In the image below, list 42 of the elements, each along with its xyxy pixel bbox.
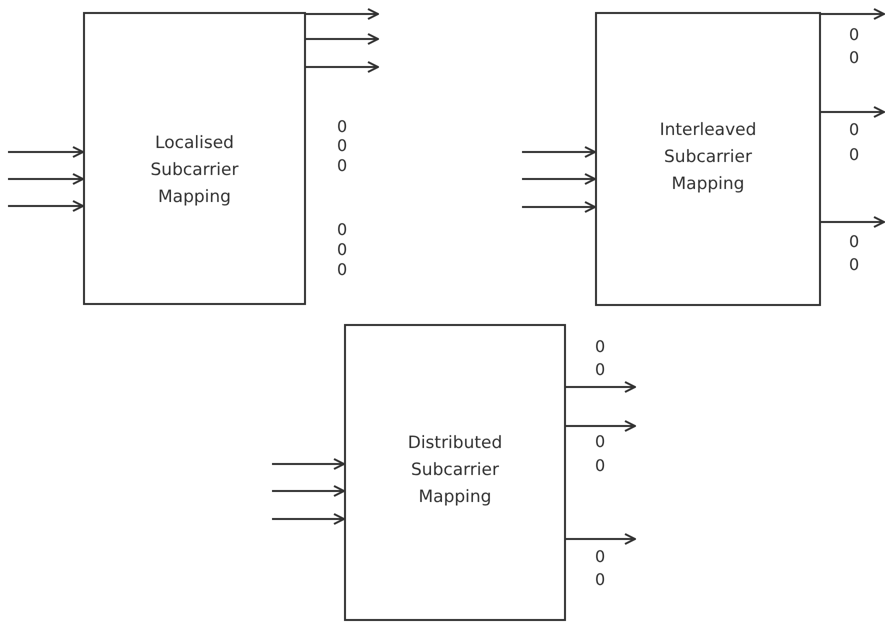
ellipsis-digit: 0 — [337, 221, 348, 239]
arrow — [821, 216, 885, 228]
arrow — [821, 106, 885, 118]
ellipsis-digit: 0 — [849, 26, 860, 44]
arrow — [566, 533, 636, 545]
ellipsis-digit: 0 — [849, 121, 860, 139]
ellipsis-digit: 0 — [849, 233, 860, 251]
arrow — [522, 173, 596, 185]
ellipsis-digit: 0 — [595, 571, 606, 589]
ellipsis-digit: 0 — [595, 548, 606, 566]
ellipsis-digit: 0 — [849, 146, 860, 164]
ellipsis-digit: 0 — [337, 241, 348, 259]
arrow — [306, 61, 379, 73]
arrow — [821, 8, 885, 20]
ellipsis-digit: 0 — [337, 118, 348, 136]
box-label: Interleaved Subcarrier Mapping — [658, 119, 758, 196]
arrow — [8, 173, 84, 185]
arrow — [306, 33, 379, 45]
process-box — [83, 12, 306, 305]
box-label: Localised Subcarrier Mapping — [150, 132, 240, 209]
arrow — [566, 420, 636, 432]
ellipsis-digit: 0 — [337, 137, 348, 155]
ellipsis-digit: 0 — [849, 256, 860, 274]
ellipsis-digit: 0 — [337, 157, 348, 175]
ellipsis-digit: 0 — [849, 49, 860, 67]
arrow — [272, 458, 345, 470]
arrow — [272, 485, 345, 497]
arrow — [522, 146, 596, 158]
process-box — [344, 324, 566, 621]
arrow — [306, 8, 379, 20]
process-box — [595, 12, 821, 306]
ellipsis-digit: 0 — [595, 457, 606, 475]
arrow — [566, 381, 636, 393]
arrow — [8, 146, 84, 158]
ellipsis-digit: 0 — [595, 361, 606, 379]
arrow — [8, 200, 84, 212]
ellipsis-digit: 0 — [337, 261, 348, 279]
ellipsis-digit: 0 — [595, 338, 606, 356]
box-label: Distributed Subcarrier Mapping — [406, 432, 504, 509]
arrow — [272, 513, 345, 525]
ellipsis-digit: 0 — [595, 433, 606, 451]
arrow — [522, 201, 596, 213]
